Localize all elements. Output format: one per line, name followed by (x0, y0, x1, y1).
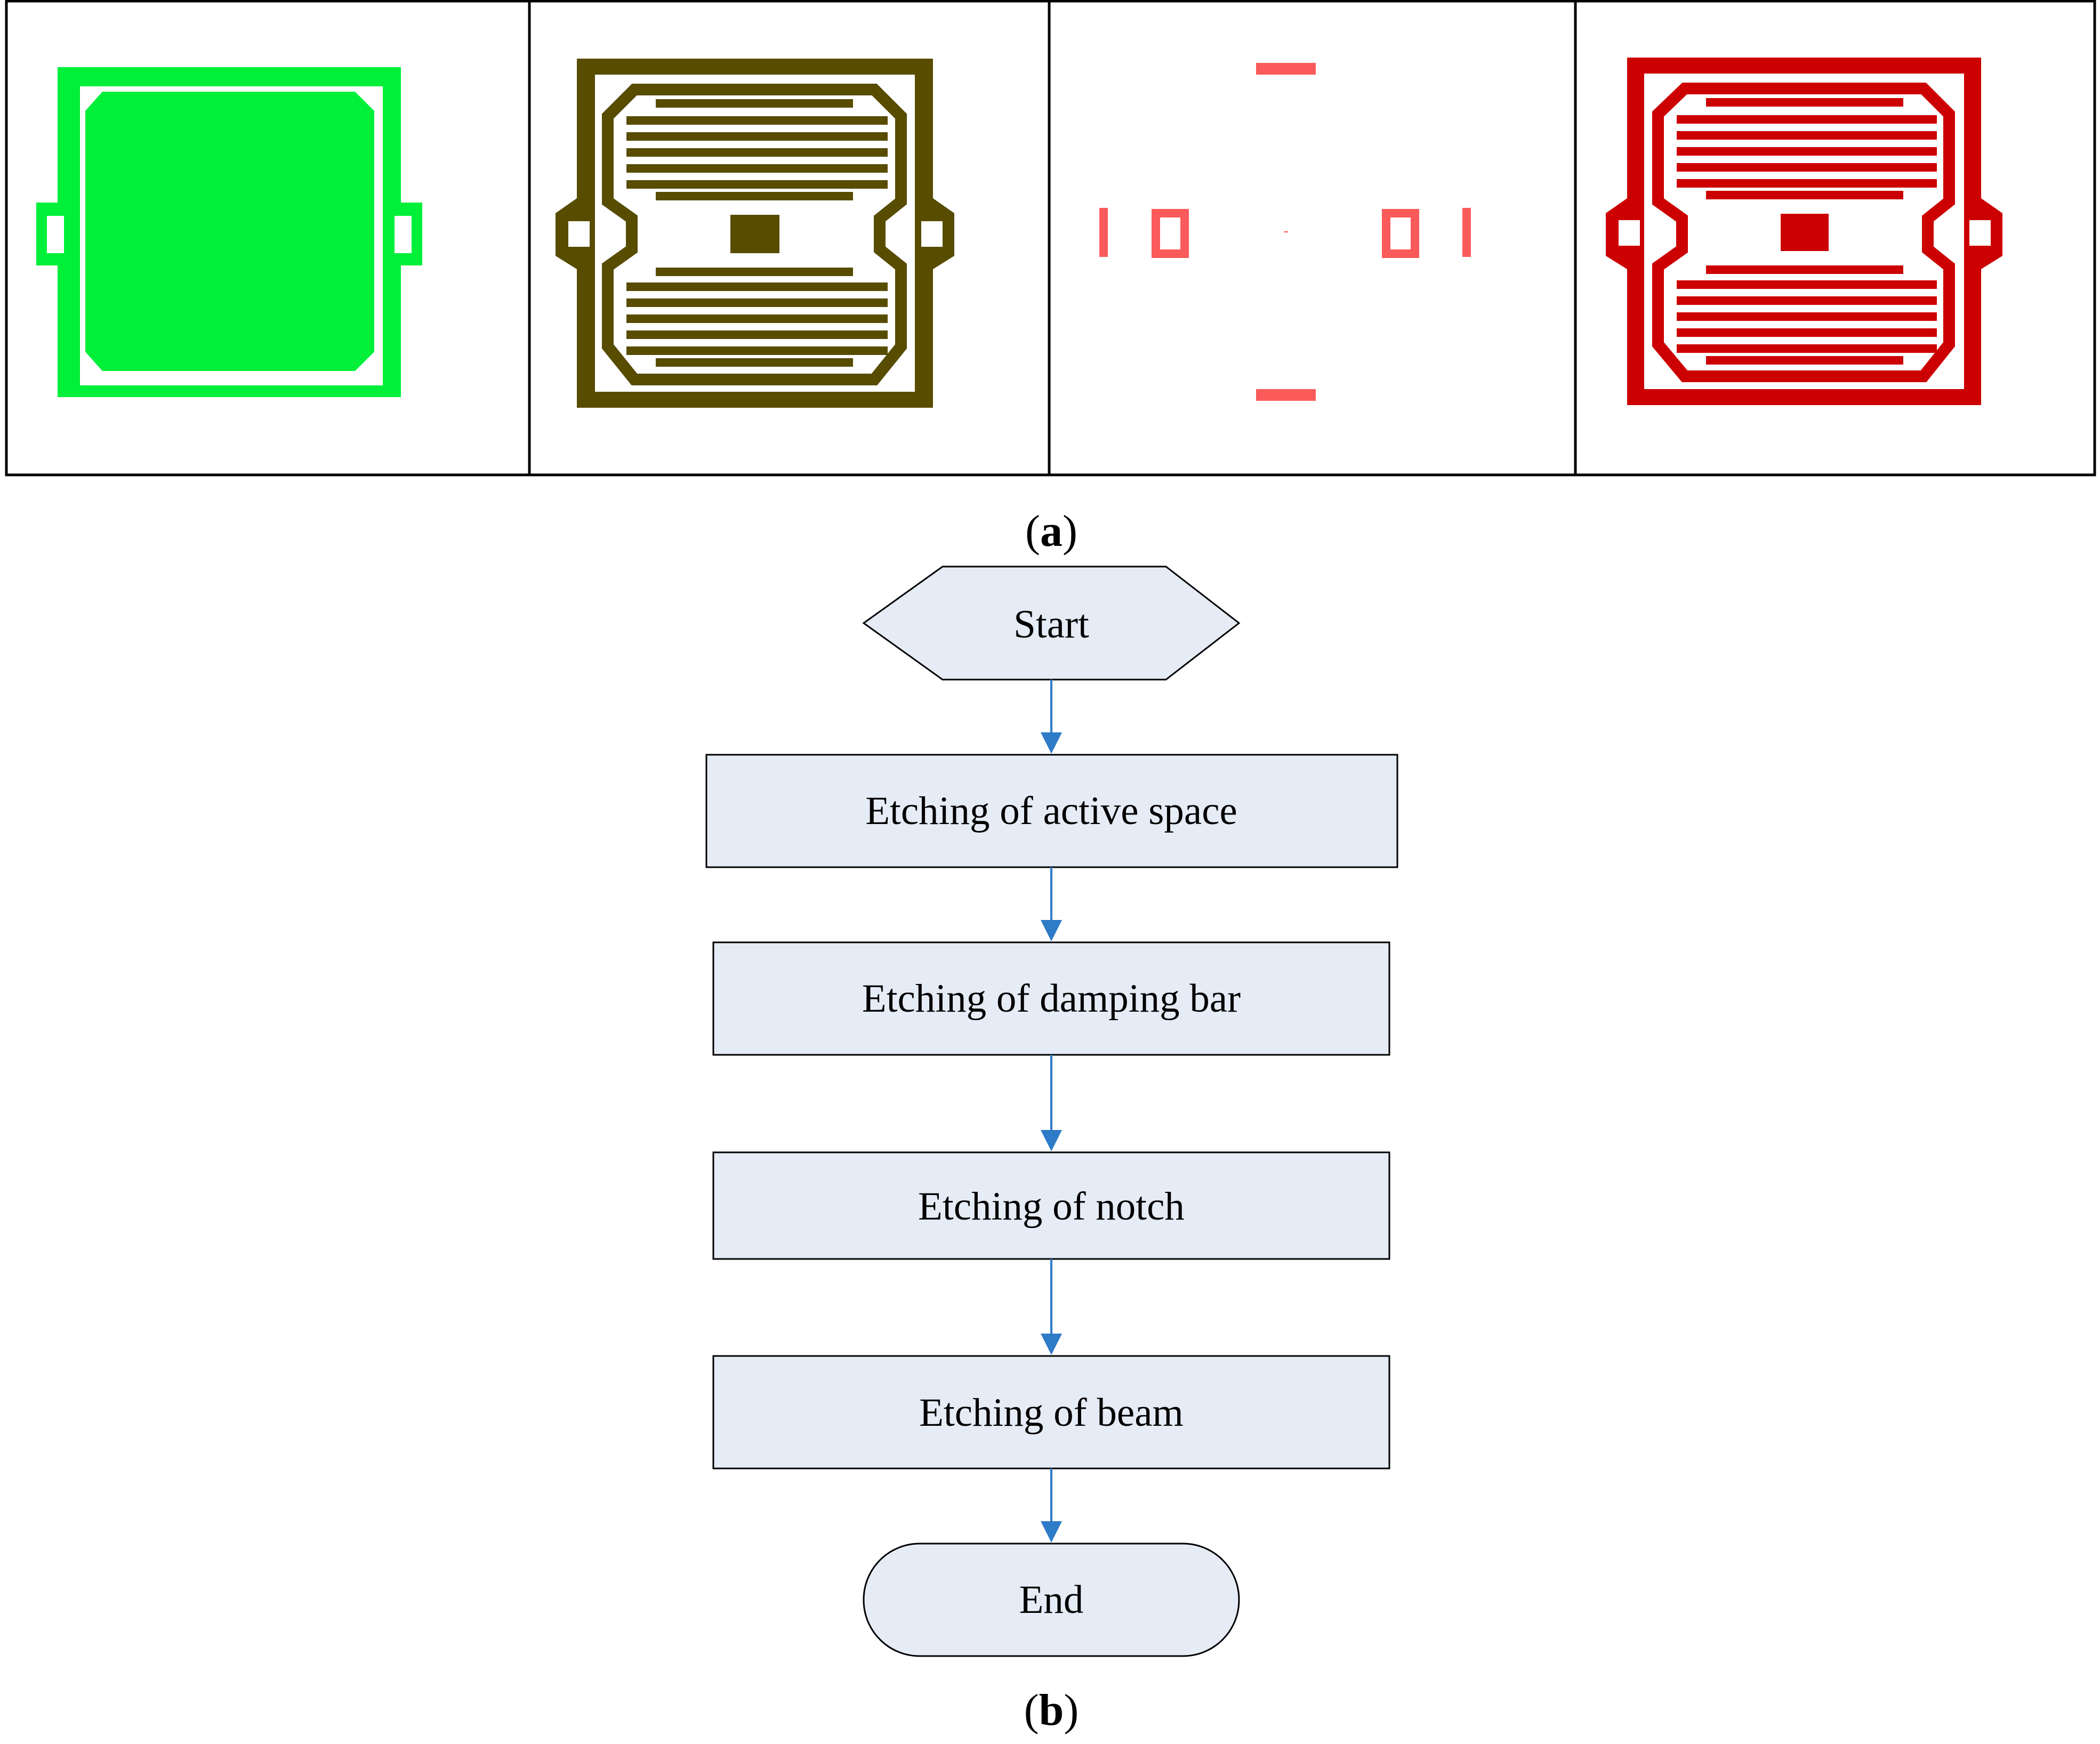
start-node (862, 566, 1241, 681)
damping-bar-layout (556, 59, 954, 408)
panel-a-frame (5, 0, 2096, 477)
step-label-3: Etching of notch (918, 1184, 1185, 1229)
step-label-1: Etching of active space (865, 789, 1237, 833)
step-node-1 (705, 754, 1398, 868)
end-label: End (1019, 1578, 1084, 1622)
flowchart: Start Etching of active space Etching of… (705, 566, 1398, 1657)
panel-a-letter: a (1040, 506, 1063, 556)
end-node (863, 1543, 1240, 1657)
start-label: Start (1013, 602, 1089, 647)
panel-b-letter: b (1039, 1685, 1064, 1735)
panel-b-label: (b) (1024, 1685, 1079, 1735)
step-label-2: Etching of damping bar (862, 976, 1241, 1021)
notch-layout (1099, 63, 1471, 401)
active-space-layout (36, 67, 422, 397)
beam-layout (1606, 58, 2002, 405)
step-label-4: Etching of beam (919, 1391, 1184, 1435)
step-node-4 (712, 1355, 1390, 1470)
panel-a-label: (a) (1025, 506, 1077, 556)
